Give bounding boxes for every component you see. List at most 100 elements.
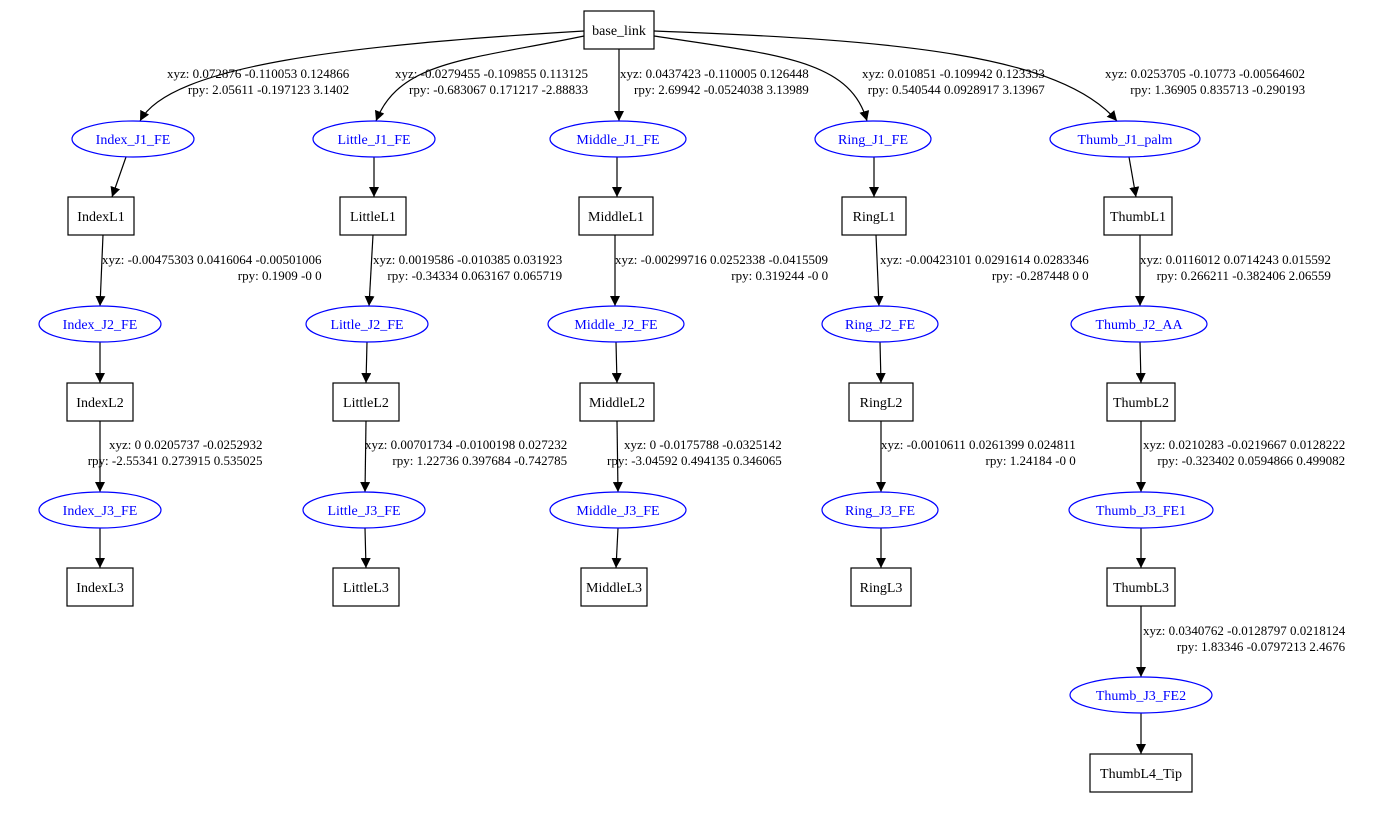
edge-label-thumb-j3-fe1: xyz: 0.0210283 -0.0219667 0.0128222rpy: … [1143,437,1345,468]
link-node-indexl1: IndexL1 [67,196,135,236]
link-box [1089,753,1193,793]
joint-label: Thumb_J3_FE1 [1096,504,1186,519]
link-node-middlel2: MiddleL2 [579,382,655,422]
joint-node-little-j3-fe: Little_J3_FE [302,491,426,529]
link-node-ringl1: RingL1 [841,196,907,236]
xyz-label: xyz: -0.00299716 0.0252338 -0.0415509 [615,252,828,267]
rpy-label: rpy: -3.04592 0.494135 0.346065 [607,453,782,468]
joint-label: Thumb_J1_palm [1078,133,1173,148]
edge-arrow [360,420,371,493]
link-node-thumbl3: ThumbL3 [1106,567,1176,607]
joint-node-little-j2-fe: Little_J2_FE [305,305,429,343]
joint-ellipse [549,120,687,158]
joint-ellipse [549,491,687,529]
link-label: ThumbL4_Tip [1100,767,1182,782]
link-box [578,196,654,236]
link-label: LittleL2 [343,396,389,411]
edge-arrow [611,527,622,569]
joint-node-ring-j1-fe: Ring_J1_FE [814,120,932,158]
rpy-label: rpy: -2.55341 0.273915 0.535025 [88,453,263,468]
joint-ellipse [305,305,429,343]
edge-label-ring-j2-fe: xyz: -0.00423101 0.0291614 0.0283346rpy:… [880,252,1089,283]
edge-label-thumb-j1-palm: xyz: 0.0253705 -0.10773 -0.00564602rpy: … [1105,66,1305,97]
edge-arrow [873,234,884,307]
link-box [1106,567,1176,607]
rpy-label: rpy: -0.34334 0.063167 0.065719 [387,268,562,283]
joint-node-index-j1-fe: Index_J1_FE [71,120,195,158]
link-box [339,196,407,236]
joint-node-ring-j3-fe: Ring_J3_FE [821,491,939,529]
edge-arrow [110,156,127,198]
xyz-label: xyz: -0.0010611 0.0261399 0.024811 [881,437,1076,452]
link-label: ThumbL1 [1110,210,1166,225]
xyz-label: xyz: 0 0.0205737 -0.0252932 [109,437,262,452]
link-node-littlel3: LittleL3 [332,567,400,607]
link-box [332,567,400,607]
joint-node-thumb-j1-palm: Thumb_J1_palm [1049,120,1201,158]
joint-ellipse [547,305,685,343]
joint-node-thumb-j3-fe1: Thumb_J3_FE1 [1068,491,1214,529]
joint-ellipse [38,305,162,343]
joint-ellipse [312,120,436,158]
rpy-label: rpy: 0.540544 0.0928917 3.13967 [868,82,1045,97]
rpy-label: rpy: 2.05611 -0.197123 3.1402 [188,82,349,97]
joint-node-index-j2-fe: Index_J2_FE [38,305,162,343]
xyz-label: xyz: 0.00701734 -0.0100198 0.027232 [365,437,567,452]
joint-node-index-j3-fe: Index_J3_FE [38,491,162,529]
edge-arrow [1128,156,1140,198]
joint-label: Middle_J2_FE [574,318,657,333]
edge-arrow [875,341,886,384]
link-box [583,10,655,50]
xyz-label: xyz: 0.072876 -0.110053 0.124866 [167,66,350,81]
xyz-label: xyz: 0.0116012 0.0714243 0.015592 [1140,252,1331,267]
rpy-label: rpy: 0.319244 -0 0 [731,268,828,283]
edge-label-little-j3-fe: xyz: 0.00701734 -0.0100198 0.027232rpy: … [365,437,567,468]
joint-node-thumb-j3-fe2: Thumb_J3_FE2 [1069,676,1213,714]
xyz-label: xyz: 0.0253705 -0.10773 -0.00564602 [1105,66,1305,81]
rpy-label: rpy: -0.323402 0.0594866 0.499082 [1157,453,1345,468]
link-box [66,382,134,422]
link-box [580,567,648,607]
joint-ellipse [1069,676,1213,714]
xyz-label: xyz: 0.010851 -0.109942 0.123333 [862,66,1045,81]
joint-node-middle-j3-fe: Middle_J3_FE [549,491,687,529]
link-label: RingL1 [853,210,896,225]
link-label: MiddleL1 [588,210,644,225]
edge-arrow [653,35,870,122]
joint-label: Little_J2_FE [330,318,403,333]
edge-arrow [139,30,585,122]
joint-ellipse [1049,120,1201,158]
joint-node-ring-j2-fe: Ring_J2_FE [821,305,939,343]
edge-label-middle-j2-fe: xyz: -0.00299716 0.0252338 -0.0415509rpy… [615,252,828,283]
link-box [67,196,135,236]
joint-label: Index_J2_FE [63,318,138,333]
link-node-base-link: base_link [583,10,655,50]
xyz-label: xyz: -0.00423101 0.0291614 0.0283346 [880,252,1089,267]
link-node-ringl3: RingL3 [850,567,912,607]
joint-label: Ring_J3_FE [845,504,915,519]
joint-label: Thumb_J3_FE2 [1096,689,1186,704]
link-node-thumbl4-tip: ThumbL4_Tip [1089,753,1193,793]
joint-label: Middle_J3_FE [576,504,659,519]
xyz-label: xyz: 0.0019586 -0.010385 0.031923 [373,252,562,267]
link-box [579,382,655,422]
link-box [848,382,914,422]
link-label: LittleL3 [343,581,389,596]
link-box [850,567,912,607]
joint-label: Thumb_J2_AA [1095,318,1183,333]
edge-arrow [653,30,1118,122]
xyz-label: xyz: 0 -0.0175788 -0.0325142 [624,437,782,452]
xyz-label: xyz: 0.0437423 -0.110005 0.126448 [620,66,809,81]
rpy-label: rpy: -0.683067 0.171217 -2.88833 [409,82,588,97]
rpy-label: rpy: 1.36905 0.835713 -0.290193 [1130,82,1305,97]
xyz-label: xyz: -0.00475303 0.0416064 -0.00501006 [102,252,322,267]
link-box [841,196,907,236]
joint-label: Ring_J2_FE [845,318,915,333]
edge-arrow [360,527,371,569]
joint-node-middle-j1-fe: Middle_J1_FE [549,120,687,158]
